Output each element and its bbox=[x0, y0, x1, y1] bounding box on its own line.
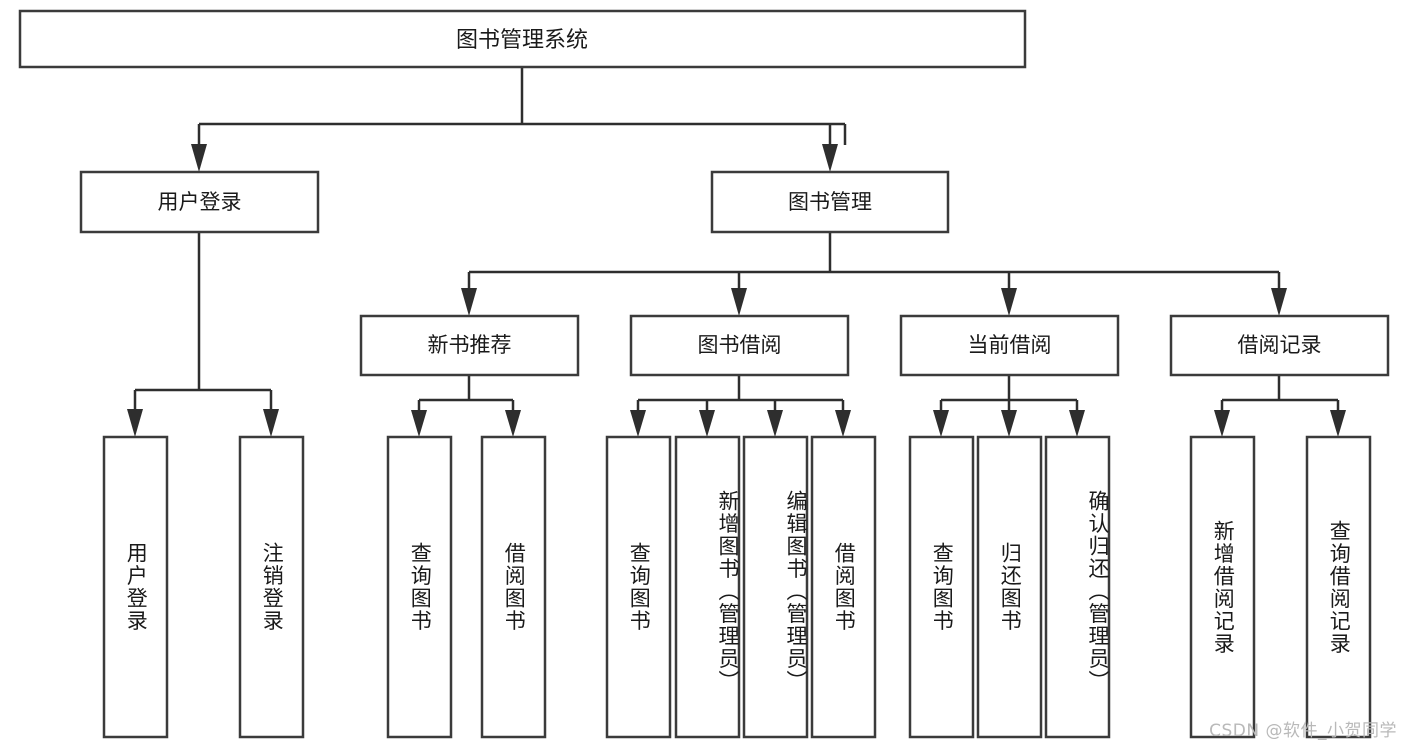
leaf-box-confirm-return[interactable] bbox=[1044, 435, 1111, 739]
leaf-box-edit-book-admin[interactable] bbox=[742, 435, 809, 739]
node-current-borrow-label: 当前借阅 bbox=[968, 333, 1052, 357]
leaf-box-query-book-1[interactable] bbox=[386, 435, 453, 739]
node-user-login[interactable]: 用户登录 bbox=[79, 170, 320, 234]
node-current-borrow[interactable]: 当前借阅 bbox=[899, 314, 1120, 377]
leaf-box-add-record[interactable] bbox=[1189, 435, 1256, 739]
connector-root-to-level1 bbox=[191, 67, 847, 172]
connector-currentborrow-to-leaves bbox=[933, 375, 1085, 437]
leaf-box-query-record[interactable] bbox=[1305, 435, 1372, 739]
leaf-boxes bbox=[102, 435, 1372, 739]
node-book-management[interactable]: 图书管理 bbox=[710, 170, 950, 234]
node-book-management-label: 图书管理 bbox=[788, 190, 872, 214]
node-new-book-recommend[interactable]: 新书推荐 bbox=[359, 314, 580, 377]
leaf-box-borrow-book-2[interactable] bbox=[810, 435, 877, 739]
leaf-box-query-book-2[interactable] bbox=[605, 435, 672, 739]
node-user-login-label: 用户登录 bbox=[158, 190, 242, 214]
connector-bookborrow-to-leaves bbox=[630, 375, 851, 437]
connector-bookmgmt-to-level2 bbox=[461, 232, 1287, 316]
node-borrow-record[interactable]: 借阅记录 bbox=[1169, 314, 1390, 377]
node-book-borrow[interactable]: 图书借阅 bbox=[629, 314, 850, 377]
node-new-book-recommend-label: 新书推荐 bbox=[428, 333, 512, 357]
node-book-borrow-label: 图书借阅 bbox=[698, 333, 782, 357]
node-root-book-management-system[interactable]: 图书管理系统 bbox=[18, 9, 1027, 69]
connector-borrowrecord-to-leaves bbox=[1214, 375, 1346, 437]
leaf-box-user-login[interactable] bbox=[102, 435, 169, 739]
leaf-box-add-book-admin[interactable] bbox=[674, 435, 741, 739]
leaf-box-return-book[interactable] bbox=[976, 435, 1043, 739]
leaf-box-logout[interactable] bbox=[238, 435, 305, 739]
csdn-watermark: CSDN @软件_小贺同学 bbox=[1209, 721, 1397, 741]
connector-newbook-to-leaves bbox=[411, 375, 521, 437]
node-root-label: 图书管理系统 bbox=[456, 28, 588, 53]
node-borrow-record-label: 借阅记录 bbox=[1238, 333, 1322, 357]
leaf-box-query-book-3[interactable] bbox=[908, 435, 975, 739]
leaf-box-borrow-book-1[interactable] bbox=[480, 435, 547, 739]
connector-userlogin-to-leaves bbox=[127, 232, 279, 437]
